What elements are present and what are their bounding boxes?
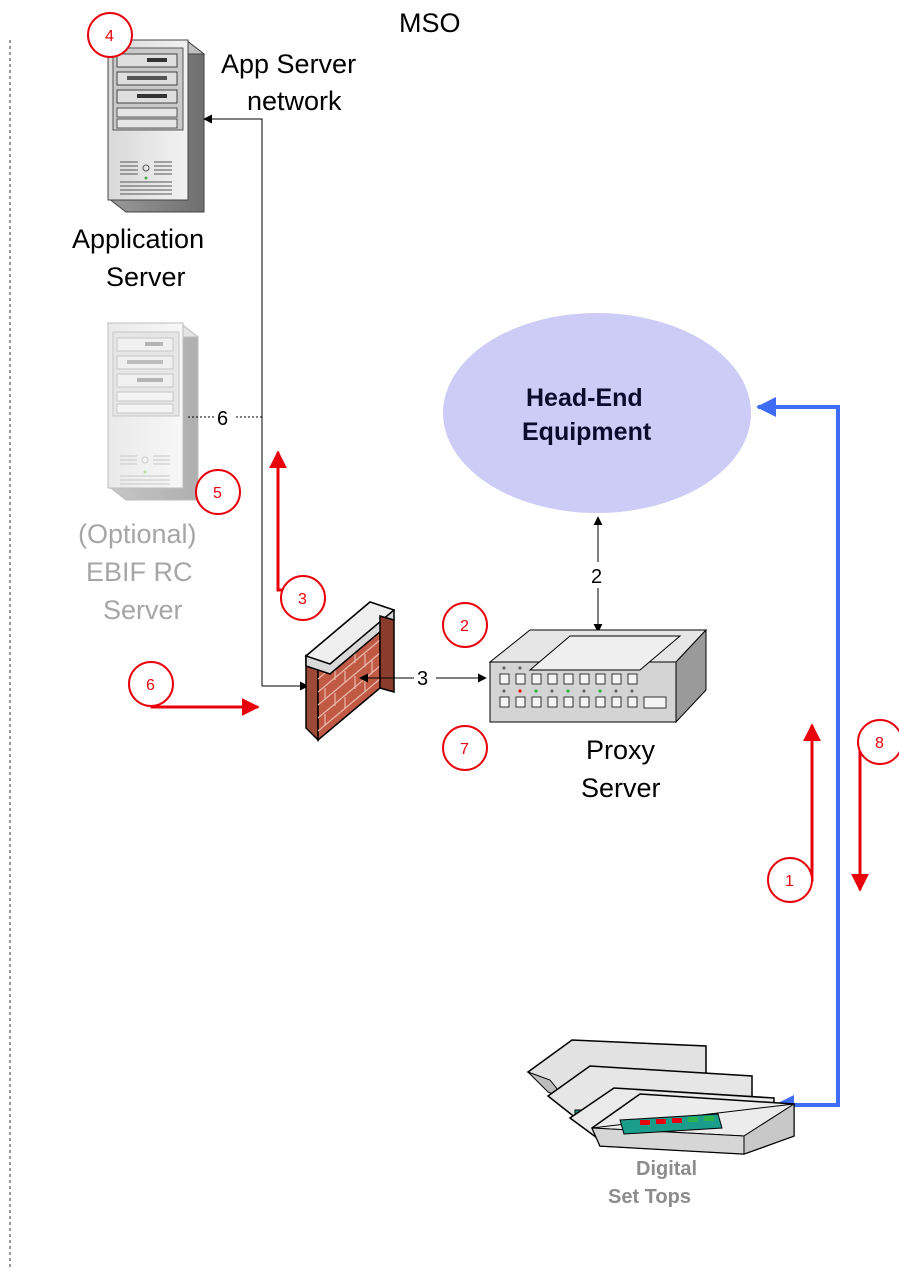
connector-label-2: 2 <box>591 566 602 588</box>
step-3-arrow <box>269 450 306 592</box>
step-badge-3-text: 3 <box>298 591 307 608</box>
app-network-label-1: App Server <box>221 49 356 79</box>
connector-label-3: 3 <box>417 668 428 690</box>
headend-label-1: Head-End <box>526 384 643 412</box>
set-tops-stack[interactable] <box>526 1039 795 1155</box>
step-badge-2[interactable]: 2 <box>442 602 488 648</box>
settop-headend-link <box>756 397 840 1115</box>
set-top-box-1 <box>528 635 682 671</box>
ebif-label-1: (Optional) <box>78 519 197 549</box>
step-badge-2-text: 2 <box>460 618 469 635</box>
ebif-label-2: EBIF RC <box>86 557 193 587</box>
settops-label-2: Set Tops <box>608 1186 691 1208</box>
step-badge-7-text: 7 <box>460 741 469 758</box>
step-badge-1-text: 1 <box>785 873 794 890</box>
app-server-label-2: Server <box>106 262 186 292</box>
firewall-icon[interactable] <box>304 601 396 742</box>
step-badge-7[interactable]: 7 <box>442 725 488 771</box>
step-1-arrow <box>797 723 821 882</box>
step-badge-4-text: 4 <box>105 28 114 45</box>
step-badge-8[interactable]: 8 <box>857 719 899 765</box>
headend-equipment-cloud[interactable] <box>443 313 751 513</box>
switch-ports <box>499 673 667 709</box>
step-badge-1[interactable]: 1 <box>767 857 813 903</box>
mso-title: MSO <box>399 8 461 38</box>
settops-label-1: Digital <box>636 1158 697 1180</box>
ebif-label-3: Server <box>103 595 183 625</box>
server-tower-icon[interactable] <box>106 39 206 213</box>
set-top-box-icon[interactable] <box>528 635 682 671</box>
connector-label-6: 6 <box>217 408 228 430</box>
server-tower-faded-icon[interactable] <box>106 322 200 501</box>
step-badge-5[interactable]: 5 <box>195 469 241 515</box>
step-badge-4[interactable]: 4 <box>87 12 133 58</box>
app-server-label-1: Application <box>72 224 204 254</box>
app-network-label-2: network <box>247 86 342 116</box>
step-badge-5-text: 5 <box>213 485 222 502</box>
step-badge-8-text: 8 <box>875 735 884 752</box>
proxy-label-2: Server <box>581 773 661 803</box>
settop-display <box>619 1113 723 1135</box>
proxy-label-1: Proxy <box>586 735 656 765</box>
step-badge-6-text: 6 <box>146 677 155 694</box>
step-badge-6[interactable]: 6 <box>128 661 174 707</box>
step-badge-3[interactable]: 3 <box>280 575 326 621</box>
headend-label-2: Equipment <box>522 418 652 446</box>
